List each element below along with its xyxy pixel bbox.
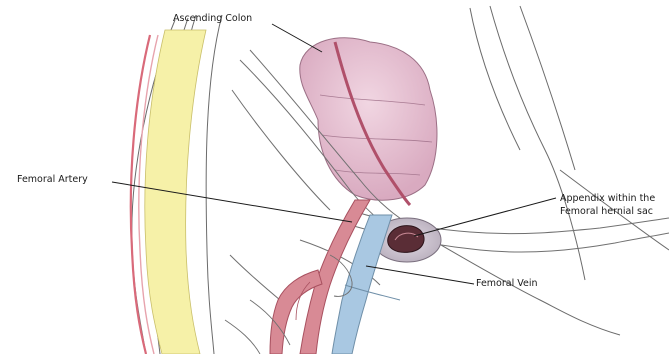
label-appendix-line2: Femoral hernial sac: [560, 205, 655, 218]
label-ascending-colon: Ascending Colon: [173, 12, 252, 25]
leader-line-appendix: [414, 198, 556, 236]
label-femoral-artery: Femoral Artery: [17, 173, 88, 186]
ascending-colon: [300, 38, 437, 205]
fascial-bands: [230, 50, 669, 300]
leader-line-vein: [366, 266, 474, 284]
label-appendix-line1: Appendix within the: [560, 192, 655, 205]
label-femoral-vein: Femoral Vein: [476, 277, 538, 290]
appendix-shape: [388, 226, 424, 253]
leader-line-colon: [272, 24, 322, 52]
fat-and-muscle-band: [131, 30, 206, 354]
label-appendix: Appendix within the Femoral hernial sac: [560, 192, 655, 218]
